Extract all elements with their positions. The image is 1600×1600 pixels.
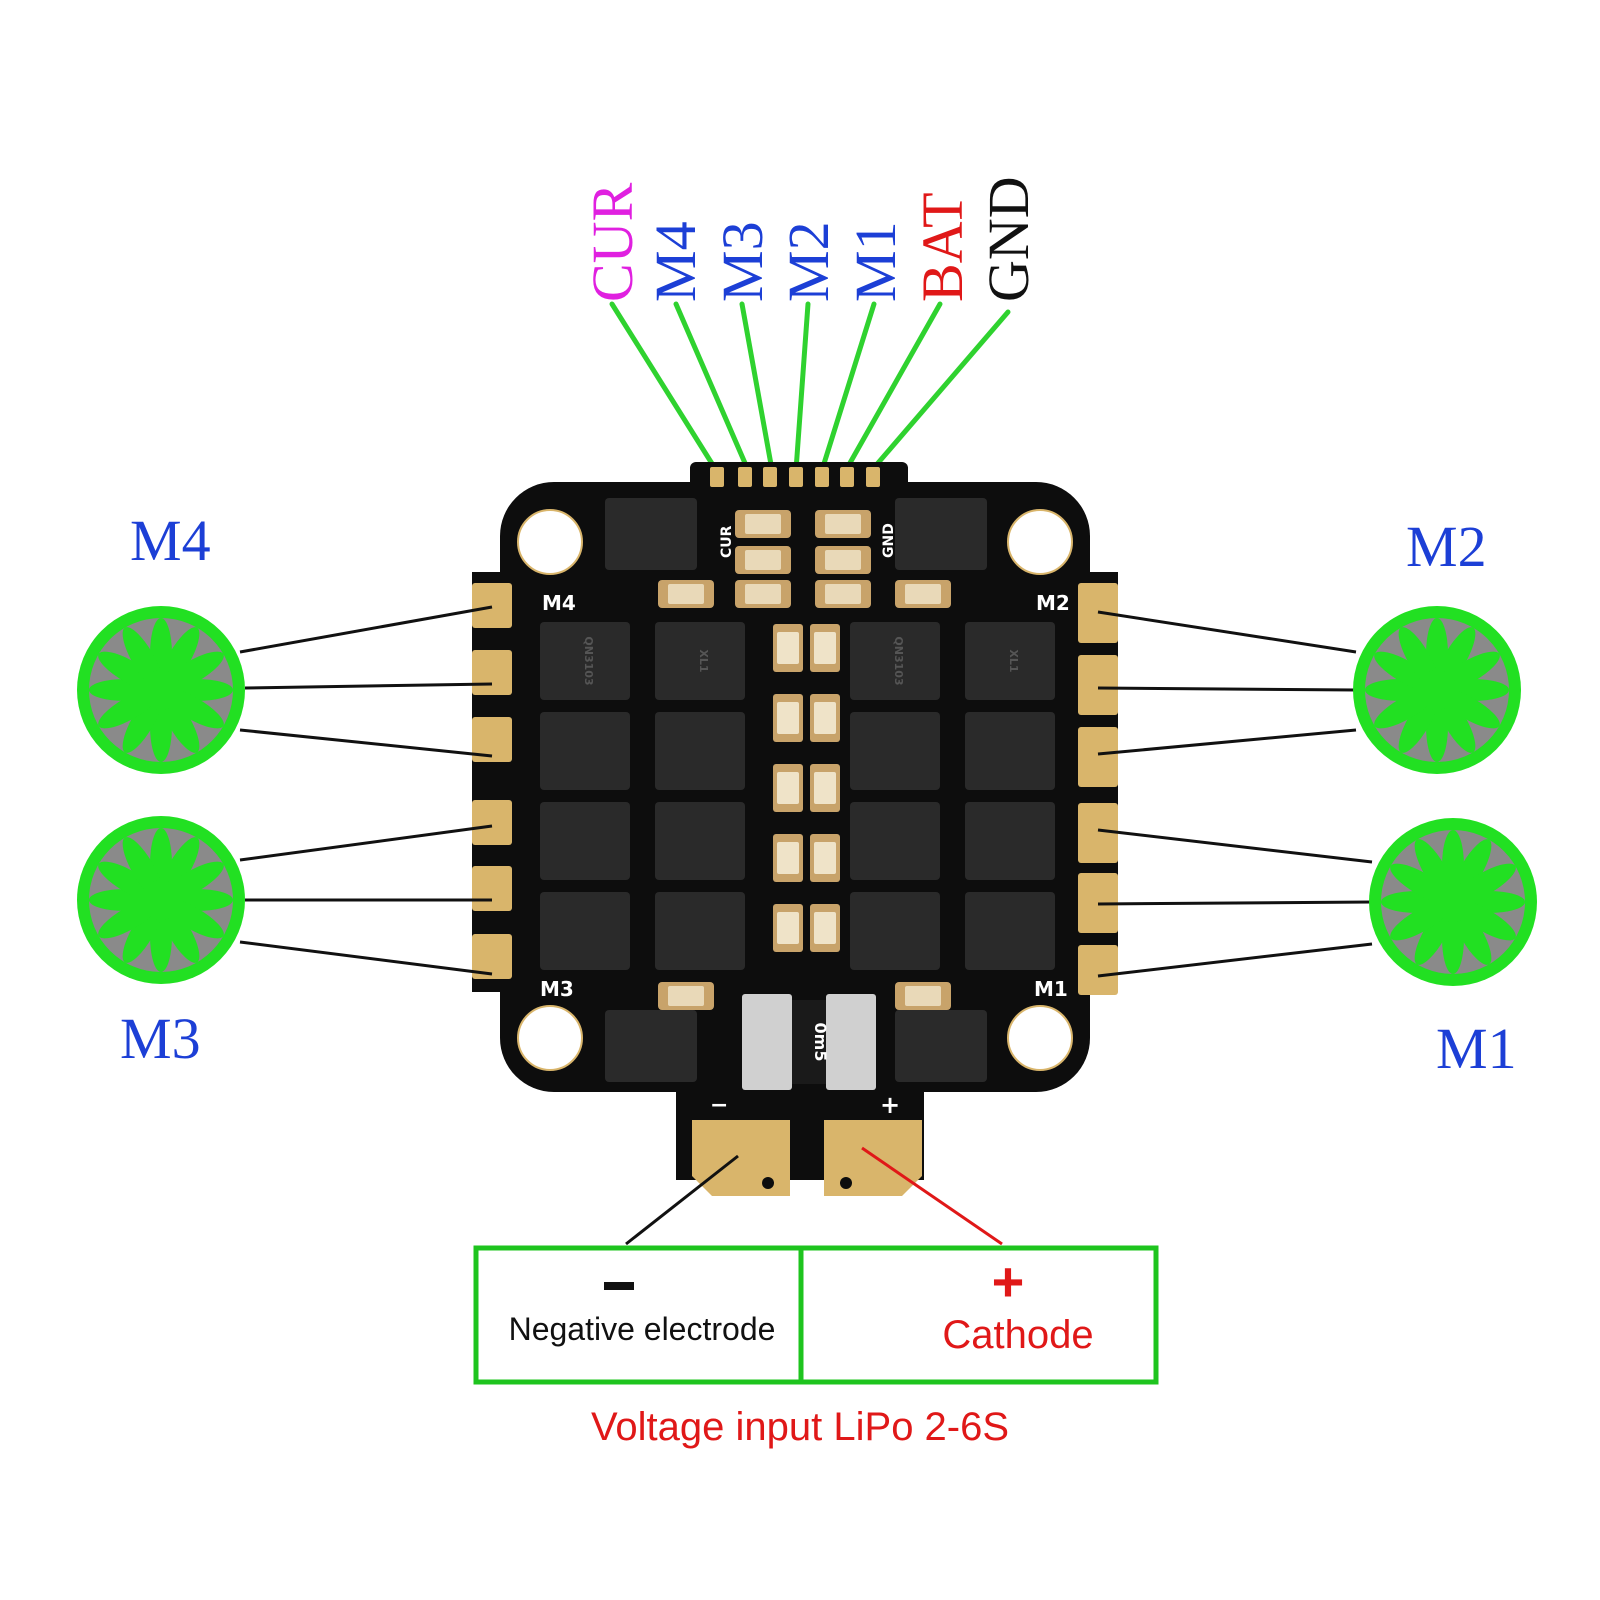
motor-labels: M4 M3 M2 M1 bbox=[120, 508, 1517, 1081]
wire-m2-a bbox=[1097, 610, 1357, 654]
header-pins bbox=[710, 467, 880, 487]
silk-m3: M3 bbox=[540, 977, 574, 1001]
power-label-box: Negative electrode + Cathode bbox=[473, 1245, 1159, 1385]
pin-label-m2: M2 bbox=[776, 221, 841, 302]
pin-label-m3: M3 bbox=[710, 221, 775, 302]
svg-text:QN3103: QN3103 bbox=[582, 636, 595, 685]
leader-m3 bbox=[739, 301, 775, 473]
wire-m2-b bbox=[1097, 686, 1357, 692]
header-leader-lines bbox=[609, 301, 1011, 473]
wire-m1-a bbox=[1097, 828, 1373, 864]
wire-m4-a bbox=[239, 605, 493, 654]
svg-text:XL1: XL1 bbox=[697, 649, 710, 672]
motor-label-m1: M1 bbox=[1436, 1016, 1517, 1081]
pin-label-bat: BAT bbox=[910, 192, 975, 302]
wire-m4-c bbox=[239, 728, 493, 758]
wire-m3-a bbox=[239, 824, 493, 862]
pin-label-m1: M1 bbox=[843, 221, 908, 302]
current-shunt: 0m5 bbox=[742, 994, 876, 1090]
pin-label-m4: M4 bbox=[643, 221, 708, 302]
leader-cur bbox=[609, 301, 719, 473]
motor-m2-icon bbox=[1353, 606, 1521, 774]
header-pin-labels: CUR M4 M3 M2 M1 BAT GND bbox=[580, 176, 1041, 302]
svg-text:XL1: XL1 bbox=[1007, 649, 1020, 672]
power-pads bbox=[692, 1120, 922, 1196]
silkscreen-labels: CUR GND M4 M2 M3 M1 − + bbox=[540, 523, 1070, 1119]
silk-m1: M1 bbox=[1034, 977, 1068, 1001]
silk-plus: + bbox=[880, 1091, 900, 1119]
leader-negative bbox=[625, 1154, 739, 1246]
shunt-marking: 0m5 bbox=[811, 1023, 830, 1062]
wire-m1-c bbox=[1097, 942, 1373, 978]
center-capacitors bbox=[773, 624, 840, 952]
mosfet-grid: QN3103 XL1 QN3103 XL1 bbox=[540, 622, 1055, 970]
wire-m1-b bbox=[1097, 900, 1373, 906]
svg-text:QN3103: QN3103 bbox=[892, 636, 905, 685]
silk-cur: CUR bbox=[719, 525, 735, 558]
silk-m4: M4 bbox=[542, 591, 576, 615]
silk-gnd: GND bbox=[881, 523, 897, 558]
motor-m3-icon bbox=[77, 816, 245, 984]
bottom-capacitors bbox=[658, 982, 951, 1010]
negative-label: Negative electrode bbox=[509, 1311, 776, 1347]
motor-label-m2: M2 bbox=[1406, 514, 1487, 579]
wire-m2-c bbox=[1097, 728, 1357, 756]
pcb-left-strip bbox=[472, 572, 522, 992]
leader-m4 bbox=[673, 301, 751, 473]
positive-pad bbox=[824, 1120, 922, 1196]
leader-bat bbox=[843, 301, 943, 473]
power-box-frame bbox=[473, 1245, 1159, 1385]
mounting-holes bbox=[517, 509, 1073, 1071]
positive-label: Cathode bbox=[942, 1313, 1093, 1357]
pin-label-cur: CUR bbox=[580, 182, 645, 302]
wire-m3-c bbox=[239, 940, 493, 976]
negative-symbol bbox=[604, 1282, 634, 1290]
motor-label-m3: M3 bbox=[120, 1006, 201, 1071]
top-capacitors bbox=[658, 510, 951, 608]
motor-wires bbox=[239, 605, 1373, 978]
leader-gnd bbox=[869, 309, 1011, 473]
top-driver-chips bbox=[605, 498, 987, 1082]
pin-label-gnd: GND bbox=[976, 176, 1041, 302]
negative-pad bbox=[692, 1120, 790, 1196]
leader-positive bbox=[861, 1146, 1003, 1246]
silk-minus: − bbox=[710, 1093, 728, 1118]
silk-m2: M2 bbox=[1036, 591, 1070, 615]
motor-m1-icon bbox=[1369, 818, 1537, 986]
motor-m4-icon bbox=[77, 606, 245, 774]
wire-m4-b bbox=[244, 682, 493, 690]
voltage-caption: Voltage input LiPo 2-6S bbox=[591, 1405, 1009, 1449]
positive-symbol: + bbox=[992, 1250, 1025, 1313]
leader-m2 bbox=[793, 301, 811, 473]
leader-m1 bbox=[819, 301, 877, 473]
esc-board: QN3103 XL1 QN3103 XL1 bbox=[472, 462, 1118, 1196]
motor-label-m4: M4 bbox=[130, 508, 211, 573]
